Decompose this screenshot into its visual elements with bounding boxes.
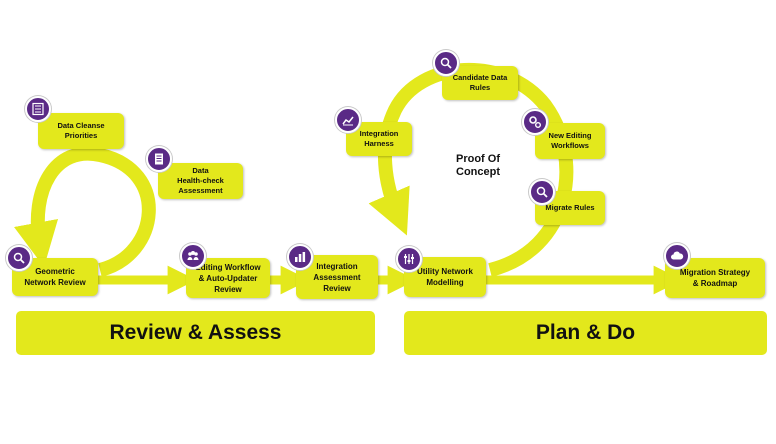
stage-new-editing-label: New Editing Workflows	[548, 131, 592, 150]
stage-integration-assessment-label: Integration Assessment Review	[313, 261, 361, 293]
document-icon	[146, 146, 172, 172]
gears-icon	[522, 109, 548, 135]
bar-chart-icon	[287, 244, 313, 270]
banner-plan-do: Plan & Do	[404, 311, 767, 355]
stage-candidate-rules-label: Candidate Data Rules	[452, 73, 508, 92]
stage-data-health-check-label: Data Health-check Assessment	[177, 166, 224, 195]
stage-migration-label: Migration Strategy & Roadmap	[679, 268, 751, 288]
left-loop-arrow	[13, 146, 156, 277]
proof-of-concept-label: Proof Of Concept	[456, 153, 500, 178]
banner-review-assess: Review & Assess	[16, 311, 375, 355]
cloud-icon	[664, 243, 690, 269]
checklist-icon	[25, 96, 51, 122]
stage-editing-workflow-review: Editing Workflow & Auto-Updater Review	[186, 258, 270, 298]
line-chart-icon	[335, 107, 361, 133]
search-icon	[529, 179, 555, 205]
banner-plan-do-label: Plan & Do	[535, 321, 636, 344]
stage-data-cleanse: Data Cleanse Priorities	[38, 113, 124, 149]
map-search-icon	[6, 245, 32, 271]
stage-geometric-label: Geometric Network Review	[24, 267, 86, 287]
search-icon	[433, 50, 459, 76]
stage-migrate-rules-label: Migrate Rules	[545, 203, 595, 212]
stage-utility-network-label: Utility Network Modelling	[416, 267, 473, 287]
stage-data-health-check: Data Health-check Assessment	[158, 163, 243, 199]
stage-integration-harness-label: Integration Harness	[359, 129, 399, 148]
people-icon	[180, 243, 206, 269]
stage-editing-workflow-label: Editing Workflow & Auto-Updater Review	[195, 262, 261, 294]
stage-data-cleanse-label: Data Cleanse Priorities	[57, 121, 105, 140]
stage-new-editing-workflows: New Editing Workflows	[535, 123, 605, 159]
banner-review-assess-label: Review & Assess	[109, 321, 282, 344]
sliders-icon	[396, 246, 422, 272]
